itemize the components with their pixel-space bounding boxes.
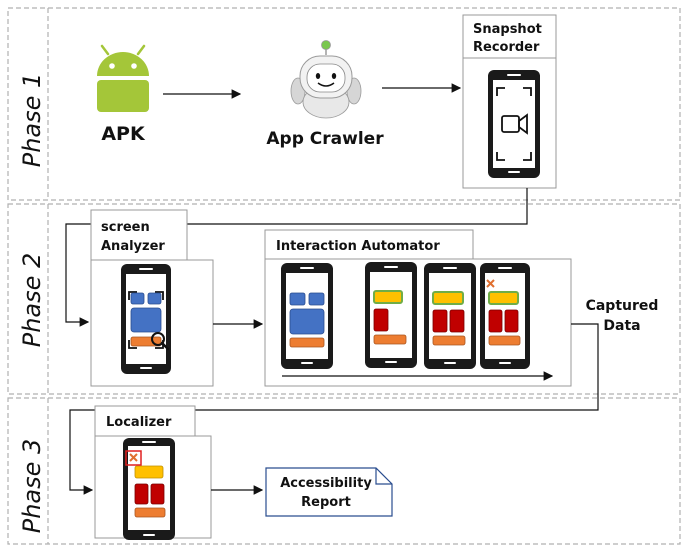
automator-phone-3 (424, 263, 476, 369)
accessibility-report-label-2: Report (301, 495, 351, 510)
accessibility-report-label-1: Accessibility (280, 476, 372, 491)
automator-phone-2 (365, 262, 417, 368)
captured-data-label-1: Captured (586, 298, 659, 314)
automator-phone-1 (281, 263, 333, 369)
robot-icon (290, 40, 362, 119)
apk-label: APK (101, 123, 146, 145)
arrow-automator-to-localizer (69, 323, 599, 495)
snapshot-recorder-label-1: Snapshot (473, 22, 542, 37)
automator-phone-4 (480, 263, 530, 369)
arrow-recorder-to-analyzer (65, 188, 528, 327)
document-icon (265, 467, 393, 517)
snapshot-recorder-label-2: Recorder (473, 40, 540, 55)
recorder-phone (488, 70, 540, 178)
screen-analyzer-label-2: Analyzer (101, 239, 165, 254)
localizer-phone (123, 438, 175, 540)
interaction-automator-title-box (264, 229, 474, 260)
localizer-label: Localizer (106, 415, 172, 430)
snapshot-recorder-title-box (462, 14, 557, 59)
phase-3-box (7, 397, 681, 545)
phase-3-label: Phase 3 (18, 439, 46, 534)
magnifier-icon (151, 332, 170, 351)
phase-2-label: Phase 2 (18, 253, 46, 348)
screen-analyzer-label-1: screen (101, 220, 150, 235)
phase-1-box (7, 7, 681, 201)
analyzer-phone (121, 264, 171, 374)
phase-2-box (7, 203, 681, 395)
screen-analyzer-title-box (90, 209, 188, 261)
localizer-title-box (94, 405, 196, 437)
phase-1-label: Phase 1 (18, 73, 46, 168)
error-x-icon (486, 279, 495, 288)
error-highlight-icon (125, 450, 142, 466)
app-crawler-label: App Crawler (266, 129, 384, 149)
captured-data-label-2: Data (603, 318, 640, 334)
interaction-automator-label: Interaction Automator (276, 239, 440, 254)
android-icon (97, 44, 149, 112)
video-camera-icon (501, 113, 528, 135)
